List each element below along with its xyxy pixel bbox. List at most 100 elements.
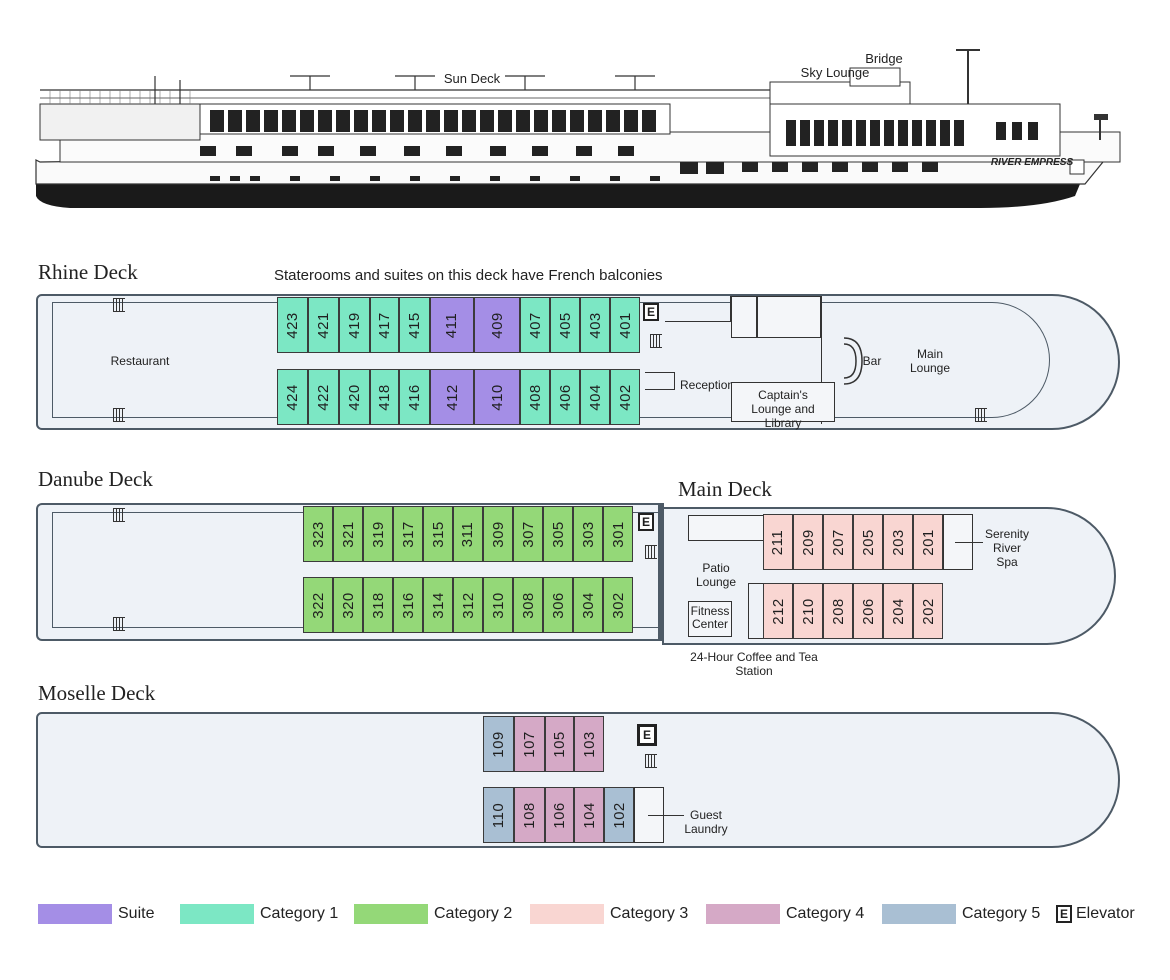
cabin[interactable]: 303 xyxy=(573,506,603,562)
cabin[interactable]: 105 xyxy=(545,716,574,772)
cabin[interactable]: 408 xyxy=(520,369,550,425)
cabin[interactable]: 203 xyxy=(883,514,913,570)
cabin[interactable]: 317 xyxy=(393,506,423,562)
cabin[interactable]: 410 xyxy=(474,369,520,425)
cabin[interactable]: 304 xyxy=(573,577,603,633)
cabin[interactable]: 404 xyxy=(580,369,610,425)
cabin[interactable]: 420 xyxy=(339,369,370,425)
main-lounge-label: Main Lounge xyxy=(909,347,951,375)
elevator-icon: E xyxy=(638,513,654,531)
cabin[interactable]: 208 xyxy=(823,583,853,639)
cabin[interactable]: 209 xyxy=(793,514,823,570)
elevator-icon: E xyxy=(637,724,657,746)
cabin[interactable]: 210 xyxy=(793,583,823,639)
cabin[interactable]: 320 xyxy=(333,577,363,633)
cabin[interactable]: 202 xyxy=(913,583,943,639)
cabin[interactable]: 307 xyxy=(513,506,543,562)
cabin[interactable]: 314 xyxy=(423,577,453,633)
cabin[interactable]: 103 xyxy=(574,716,604,772)
legend-label-suite: Suite xyxy=(118,905,155,922)
cabin[interactable]: 412 xyxy=(430,369,474,425)
cabin[interactable]: 311 xyxy=(453,506,483,562)
captains-lounge-room xyxy=(731,382,835,422)
cabin[interactable]: 201 xyxy=(913,514,943,570)
cabin[interactable]: 308 xyxy=(513,577,543,633)
sun-deck-label: Sun Deck xyxy=(443,71,501,86)
cabin[interactable]: 211 xyxy=(763,514,793,570)
laundry-pointer-line xyxy=(648,815,684,816)
rhine-corridor-walls xyxy=(665,296,731,322)
cabin[interactable]: 305 xyxy=(543,506,573,562)
cabin[interactable]: 204 xyxy=(883,583,913,639)
cabin[interactable]: 421 xyxy=(308,297,339,353)
cabin[interactable]: 109 xyxy=(483,716,514,772)
cabin[interactable]: 205 xyxy=(853,514,883,570)
cabin[interactable]: 301 xyxy=(603,506,633,562)
cabin[interactable]: 104 xyxy=(574,787,604,843)
cabin[interactable]: 316 xyxy=(393,577,423,633)
cabin[interactable]: 402 xyxy=(610,369,640,425)
legend-label-elevator: Elevator xyxy=(1076,905,1135,922)
stair-icon xyxy=(113,617,125,631)
patio-lounge-label: Patio Lounge xyxy=(695,561,737,589)
cabin[interactable]: 102 xyxy=(604,787,634,843)
stair-icon xyxy=(113,508,125,522)
legend-swatch-category3 xyxy=(530,904,604,924)
legend-label-category4: Category 4 xyxy=(786,905,865,922)
legend-swatch-category5 xyxy=(882,904,956,924)
cabin[interactable]: 315 xyxy=(423,506,453,562)
cabin[interactable]: 424 xyxy=(277,369,308,425)
cabin[interactable]: 419 xyxy=(339,297,370,353)
restaurant-label: Restaurant xyxy=(110,354,170,368)
cabin[interactable]: 106 xyxy=(545,787,574,843)
cabin[interactable]: 206 xyxy=(853,583,883,639)
cabin[interactable]: 401 xyxy=(610,297,640,353)
legend-label-category3: Category 3 xyxy=(610,905,689,922)
cabin[interactable]: 411 xyxy=(430,297,474,353)
cabin[interactable]: 309 xyxy=(483,506,513,562)
stair-icon xyxy=(645,545,657,559)
cabin[interactable]: 417 xyxy=(370,297,399,353)
cabin[interactable]: 322 xyxy=(303,577,333,633)
cabin[interactable]: 407 xyxy=(520,297,550,353)
stair-icon xyxy=(113,298,125,312)
fitness-center-room xyxy=(688,601,732,637)
cabin[interactable]: 207 xyxy=(823,514,853,570)
main-deck-room xyxy=(688,515,764,541)
cabin[interactable]: 323 xyxy=(303,506,333,562)
cabin[interactable]: 403 xyxy=(580,297,610,353)
stair-icon xyxy=(650,334,662,348)
cabin[interactable]: 415 xyxy=(399,297,430,353)
rhine-room xyxy=(731,296,757,338)
legend-swatch-suite xyxy=(38,904,112,924)
legend-label-category2: Category 2 xyxy=(434,905,513,922)
cabin[interactable]: 110 xyxy=(483,787,514,843)
cabin[interactable]: 423 xyxy=(277,297,308,353)
cabin[interactable]: 321 xyxy=(333,506,363,562)
legend-label-category5: Category 5 xyxy=(962,905,1041,922)
fitness-center-label: Fitness Center xyxy=(690,604,730,631)
cabin[interactable]: 319 xyxy=(363,506,393,562)
spa-pointer-line xyxy=(955,542,983,543)
ship-name-label: RIVER EMPRESS xyxy=(990,157,1074,168)
cabin[interactable]: 418 xyxy=(370,369,399,425)
cabin[interactable]: 318 xyxy=(363,577,393,633)
cabin[interactable]: 416 xyxy=(399,369,430,425)
stair-icon xyxy=(113,408,125,422)
cabin[interactable]: 108 xyxy=(514,787,545,843)
cabin[interactable]: 107 xyxy=(514,716,545,772)
bar-label: Bar xyxy=(862,354,882,368)
cabin[interactable]: 310 xyxy=(483,577,513,633)
cabin[interactable]: 302 xyxy=(603,577,633,633)
stair-icon xyxy=(975,408,987,422)
rhine-deck-title: Rhine Deck xyxy=(38,260,138,284)
cabin[interactable]: 312 xyxy=(453,577,483,633)
cabin[interactable]: 409 xyxy=(474,297,520,353)
coffee-station-label: 24-Hour Coffee and Tea Station xyxy=(690,650,818,678)
cabin[interactable]: 405 xyxy=(550,297,580,353)
cabin[interactable]: 212 xyxy=(763,583,793,639)
cabin[interactable]: 422 xyxy=(308,369,339,425)
cabin[interactable]: 406 xyxy=(550,369,580,425)
bridge-label: Bridge xyxy=(865,51,903,66)
cabin[interactable]: 306 xyxy=(543,577,573,633)
